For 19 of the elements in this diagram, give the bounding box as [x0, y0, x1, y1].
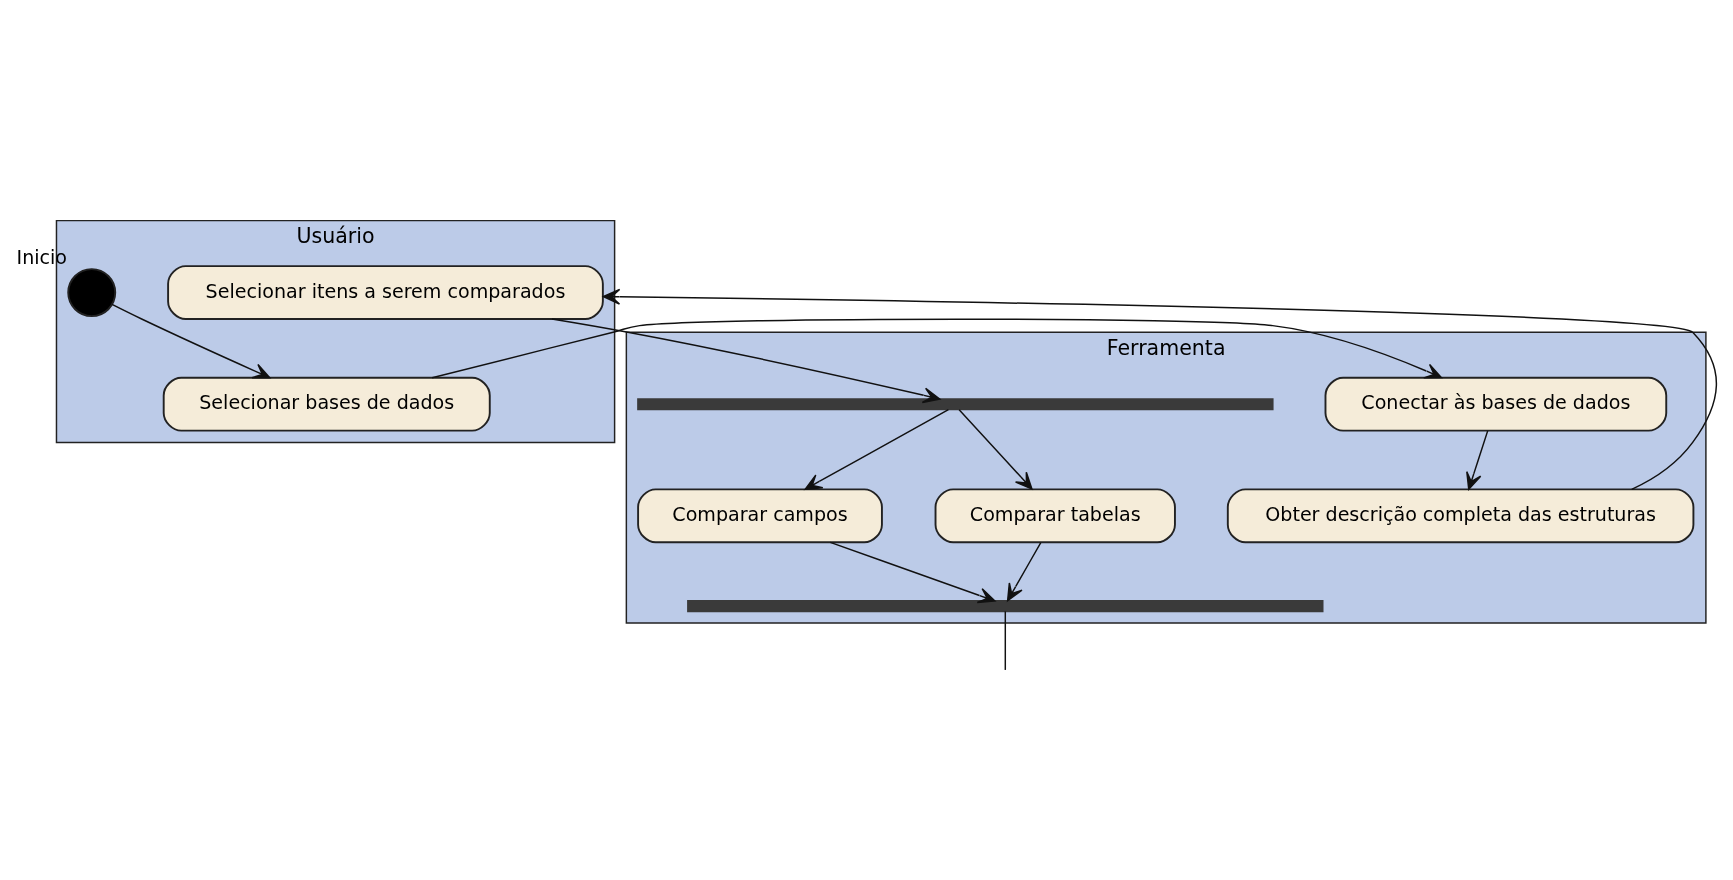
node-box: Comparar tabelas: [934, 488, 1176, 544]
arrow: [829, 541, 996, 604]
arrow: [958, 409, 1033, 490]
node-bar: [637, 398, 1274, 411]
node-box: Selecionar itens a serem comparados: [167, 265, 604, 320]
arrow: [1466, 430, 1489, 491]
arrow: [1006, 541, 1042, 602]
node-box: Obter descrição completa das estruturas: [1226, 488, 1695, 544]
node-bar: [687, 600, 1324, 613]
node-circle: [67, 268, 117, 318]
arrow: [431, 318, 1443, 379]
node-box: Comparar campos: [637, 488, 883, 544]
node-box: Selecionar bases de dados: [162, 376, 491, 432]
arrow: [551, 318, 941, 404]
arrow: [602, 288, 1718, 491]
connector: [1004, 610, 1007, 671]
node-box: Conectar às bases de dados: [1324, 376, 1668, 432]
arrow: [111, 303, 271, 379]
arrow: [804, 408, 950, 490]
